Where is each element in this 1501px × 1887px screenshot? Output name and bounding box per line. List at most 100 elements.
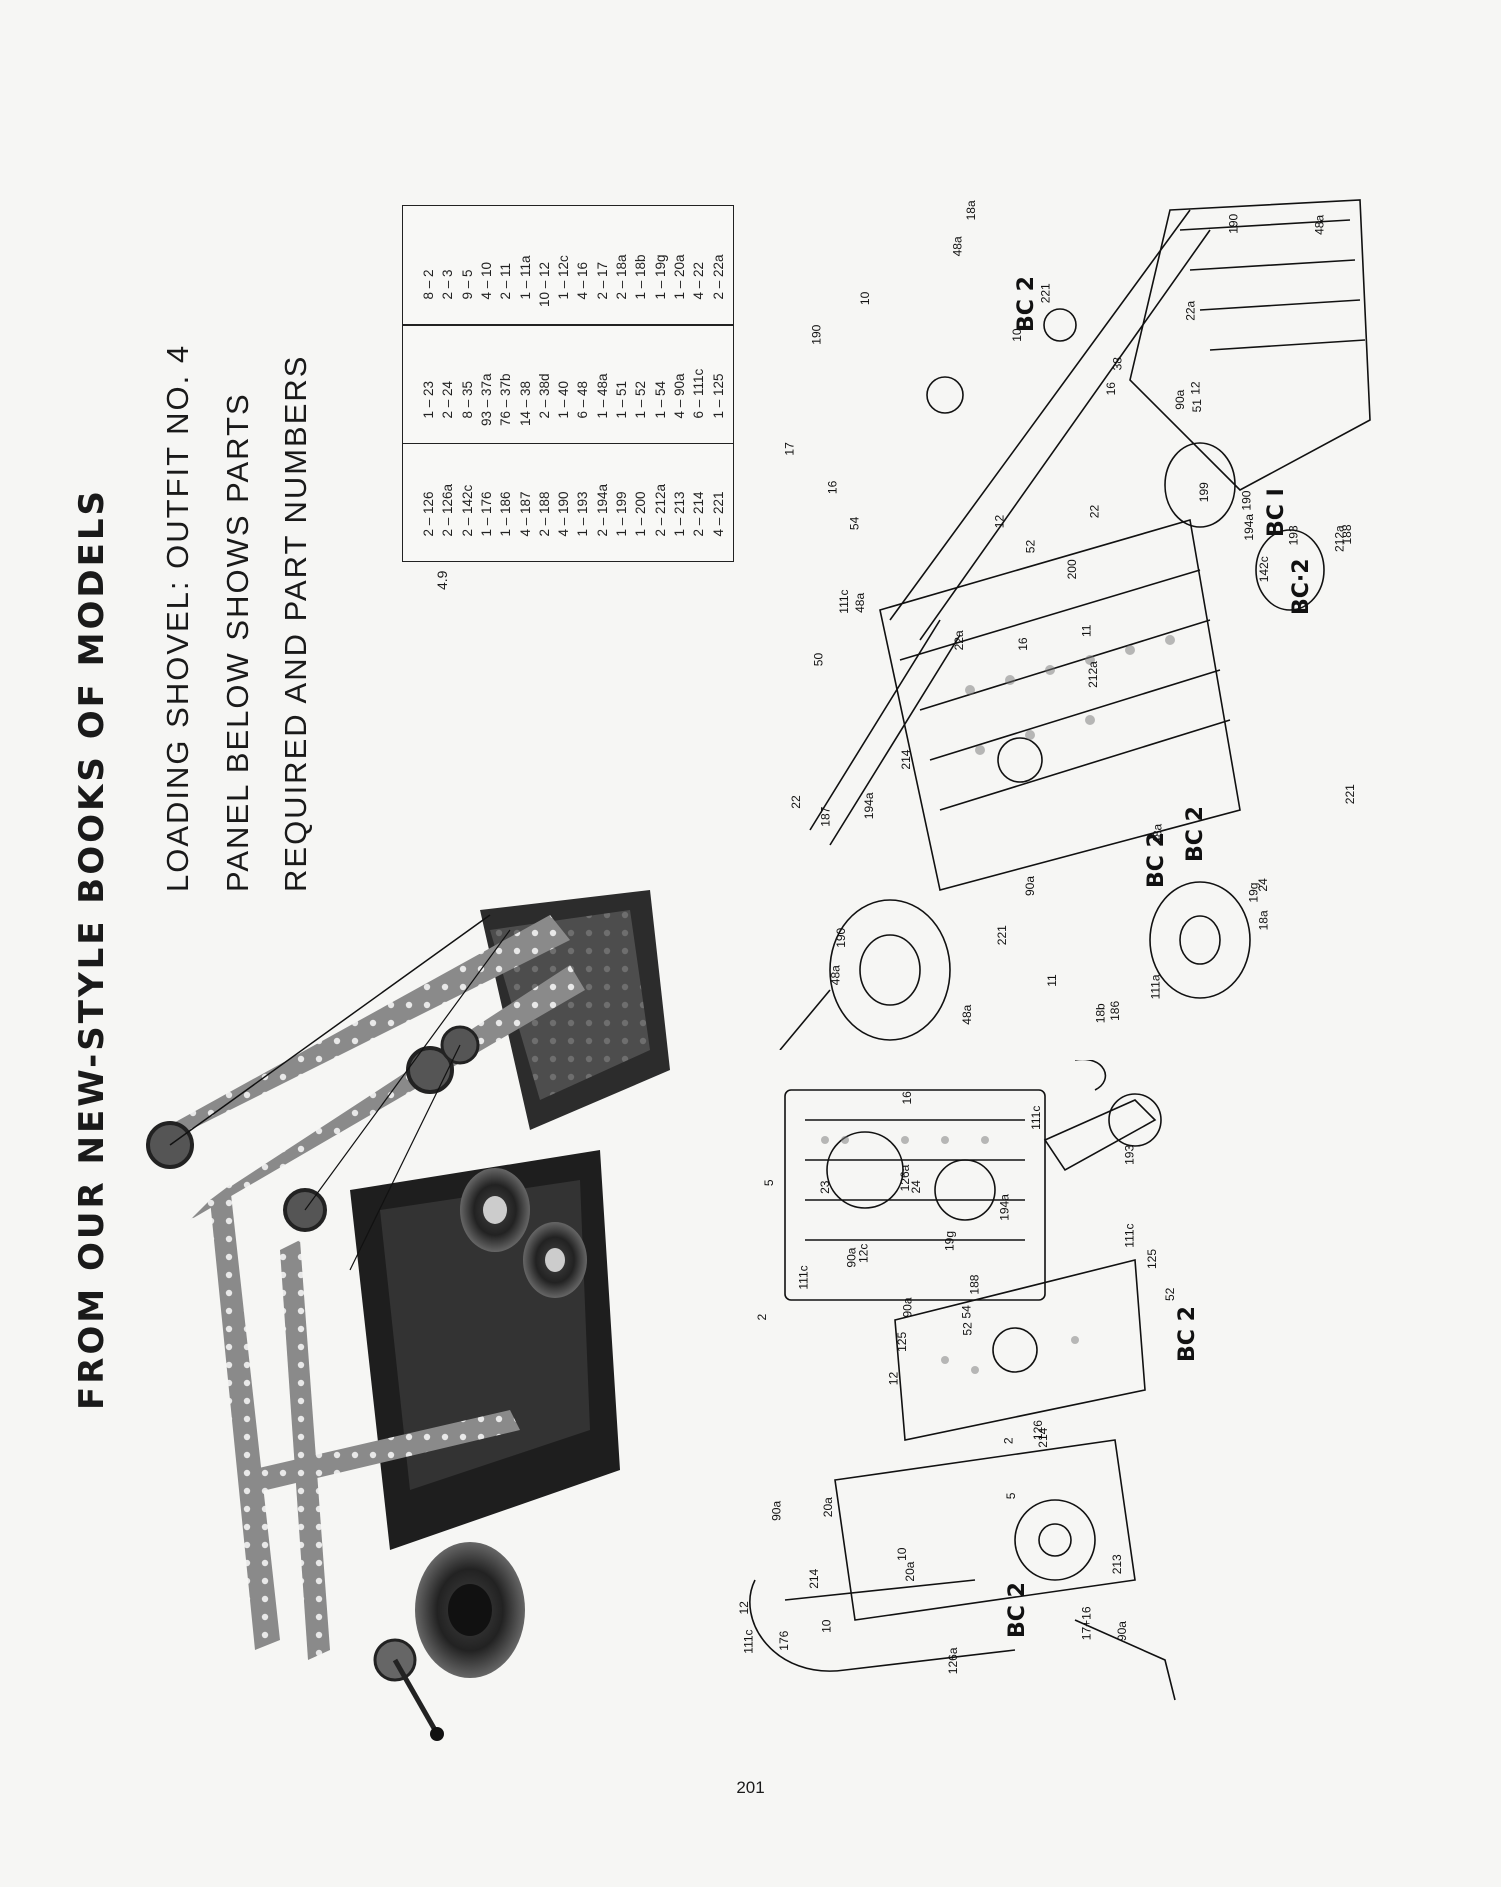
part-callout: 20a (821, 1497, 835, 1517)
part-callout: 12 (737, 1601, 751, 1615)
part-callout: 90a (1173, 389, 1187, 409)
part-callout: 19g (1246, 883, 1260, 903)
part-callout: 22a (1184, 300, 1198, 320)
part-callout: 126a (898, 1164, 912, 1191)
part-callout: 48a (960, 1004, 974, 1024)
part-callout: 111c (1029, 1106, 1043, 1130)
part-callout: 54 (960, 1305, 974, 1319)
part-callout: 10 (858, 291, 872, 305)
part-callout: 214 (807, 1568, 821, 1588)
part-callout: 48a (853, 593, 867, 613)
part-callout: 90a (1023, 876, 1037, 896)
part-callout: 5 (1004, 1492, 1018, 1499)
part-callout: 90a (770, 1501, 784, 1521)
part-callout: 90a (900, 1297, 914, 1317)
part-callout: 10 (819, 1619, 833, 1633)
part-callout: 52 (1024, 540, 1038, 554)
part-callout: 2 (1002, 1437, 1016, 1444)
bc2-label-right-low-2: BC 2 (1183, 806, 1208, 862)
part-callout: 54 (847, 516, 861, 530)
part-callout: 212a (1332, 525, 1346, 552)
part-callout: 17+16 (1080, 1606, 1094, 1640)
bc1-label: BC I (1264, 488, 1289, 537)
part-callout: 212a (1086, 661, 1100, 688)
part-callout: 12 (887, 1372, 901, 1386)
part-callout: 18a (1256, 910, 1270, 930)
part-callout: 10 (895, 1547, 909, 1561)
part-callout: 22a (952, 630, 966, 650)
part-callout: 126 (1031, 1420, 1045, 1440)
part-callout: 190 (834, 927, 848, 947)
part-callout: 90a (844, 1247, 858, 1267)
part-callout: 90a (1115, 1621, 1129, 1641)
part-callout: 213 (1110, 1554, 1124, 1574)
part-callout: 199 (1197, 482, 1211, 502)
part-callout: 51 (1190, 399, 1204, 413)
part-callout: 23 (818, 1180, 832, 1194)
right-exploded-diagram: 18a 22a 212a 16 212a 48a 190 90a 50 16 200 48a 48a 22… (779, 199, 1371, 1050)
part-callout: 111a (1148, 974, 1162, 999)
part-callout: 5 (762, 1179, 776, 1186)
part-callout: 11 (1045, 974, 1059, 987)
part-callout: 111c (837, 589, 851, 613)
part-callout: 24 (1256, 878, 1270, 892)
part-callout: 16 (1104, 382, 1118, 396)
part-callout: 48a (1312, 215, 1326, 235)
model-photograph (146, 890, 670, 1741)
part-callout: 194a (1242, 514, 1256, 541)
part-callout: 187 (819, 806, 833, 826)
part-callout: 18b (1093, 1003, 1107, 1023)
part-callout: 194a (862, 792, 876, 819)
part-callout: 24 (909, 1180, 923, 1194)
table-divider (403, 442, 733, 445)
page-number: 201 (736, 1778, 765, 1797)
part-callout: 12c (857, 1244, 871, 1263)
part-callout: 214 (1036, 1427, 1050, 1447)
part-callout: 193 (1286, 525, 1300, 545)
part-callout: 188 (967, 1274, 981, 1294)
part-callout: 190 (1226, 213, 1240, 233)
part-callout: 188 (1340, 524, 1354, 544)
part-callout: 38 (1111, 357, 1125, 371)
part-callout: 16 (826, 480, 840, 494)
part-callout: 16 (1016, 637, 1030, 651)
part-callout: 221 (1343, 784, 1357, 804)
part-callout: 48a (829, 965, 843, 985)
bc2-label-left: BC 2 (1175, 1306, 1200, 1362)
part-callout: 50 (812, 653, 826, 667)
part-callout: 125 (895, 1332, 909, 1352)
part-callout: 12 (992, 515, 1006, 529)
part-callout: 111c (741, 1629, 755, 1653)
part-callout: 200 (1065, 559, 1079, 579)
part-callout: 126a (946, 1647, 960, 1674)
part-callout: 221 (995, 925, 1009, 945)
part-callout: 20a (903, 1561, 917, 1581)
part-callout: 16 (900, 1091, 914, 1105)
part-callout: 221 (1038, 283, 1052, 303)
part-callout: 111c (797, 1265, 811, 1289)
part-callout: 12 (1189, 381, 1203, 395)
bc2-label-right-mid: BC·2 (1289, 558, 1314, 615)
part-callout: 186 (1108, 1001, 1122, 1021)
part-callout: 125 (1145, 1249, 1159, 1269)
part-callout: 48a (950, 236, 964, 256)
part-callout: 11 (1080, 624, 1094, 637)
part-callout: 19g (943, 1231, 957, 1251)
part-callout: 52 (1163, 1287, 1177, 1301)
part-callout: 194a (998, 1194, 1012, 1221)
table-divider (403, 324, 733, 326)
part-callout: 111c (1122, 1223, 1136, 1247)
bc2-label-left-2: BC 2 (1005, 1582, 1030, 1638)
bc2-label-right-low: BC 2 (1144, 832, 1169, 888)
part-callout: 190 (809, 324, 823, 344)
part-callout: 17 (783, 442, 797, 456)
part-callout: 214 (899, 749, 913, 769)
part-callout: 18a (964, 200, 978, 220)
part-callout: 52 (961, 1322, 975, 1336)
part-callout: 176 (777, 1630, 791, 1650)
part-callout: 142c (1257, 556, 1271, 582)
bc2-label-right-top: BC 2 (1014, 276, 1039, 332)
